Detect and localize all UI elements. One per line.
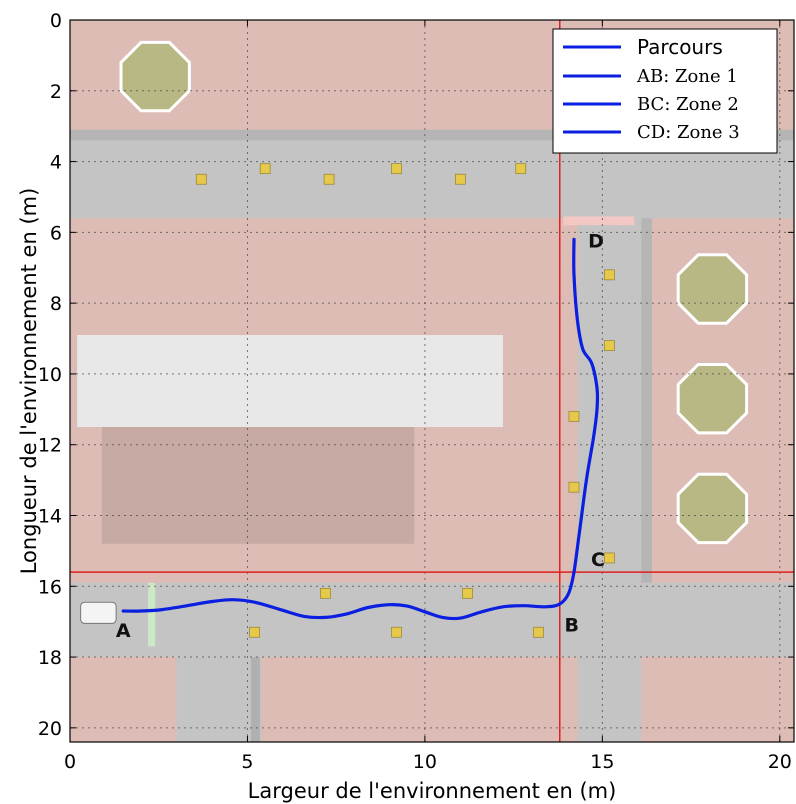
road-edge-left <box>251 657 260 742</box>
y-tick-label-0: 0 <box>50 10 62 32</box>
marker-7 <box>462 587 473 599</box>
x-tick-label-2: 10 <box>413 751 437 773</box>
tree-1 <box>676 253 749 325</box>
y-tick-label-7: 14 <box>38 505 62 527</box>
marker-13 <box>568 410 580 422</box>
grid-lines <box>70 20 794 742</box>
marker-1 <box>259 163 271 175</box>
legend: Parcours AB: Zone 1 BC: Zone 2 CD: Zone … <box>552 28 778 154</box>
tree-3 <box>676 472 749 545</box>
x-axis-label: Largeur de l'environnement en (m) <box>248 779 617 803</box>
marker-4 <box>454 173 466 185</box>
tree-0 <box>119 40 191 113</box>
marker-2 <box>323 173 335 185</box>
marker-0 <box>195 173 207 185</box>
plot-frame <box>69 19 795 743</box>
y-tick-label-5: 10 <box>38 364 62 386</box>
y-tick-label-10: 20 <box>38 718 62 740</box>
marker-6 <box>320 587 331 599</box>
legend-entry-0: Parcours <box>637 35 723 59</box>
y-axis-label: Longueur de l'environnement en (m) <box>17 188 41 575</box>
road-vertical-right <box>577 218 642 742</box>
tree-2 <box>676 363 749 435</box>
legend-entry-1: AB: Zone 1 <box>636 66 738 87</box>
marker-10 <box>533 626 544 638</box>
y-axis-ticks: 0 2 4 6 8 10 12 14 16 18 20 <box>38 10 794 740</box>
x-tick-label-3: 15 <box>590 751 614 773</box>
marker-3 <box>391 163 402 175</box>
marker-5 <box>515 163 527 175</box>
road-edge-upper <box>70 129 794 141</box>
building-shadow <box>101 427 415 544</box>
marker-11 <box>604 269 615 281</box>
road-edge-right <box>641 218 653 583</box>
point-label-b: B <box>565 615 579 637</box>
car <box>80 601 117 624</box>
y-tick-label-6: 12 <box>38 435 62 457</box>
road-vertical-left <box>176 657 262 742</box>
legend-entry-3: CD: Zone 3 <box>637 122 740 143</box>
road-lower <box>70 582 794 658</box>
start-marker-strip <box>148 582 156 647</box>
marker-12 <box>604 340 615 352</box>
point-label-c: C <box>591 549 605 571</box>
x-tick-label-1: 5 <box>241 751 253 773</box>
marker-8 <box>249 626 260 638</box>
y-tick-label-3: 6 <box>50 222 62 244</box>
x-tick-label-0: 0 <box>64 751 76 773</box>
y-tick-label-8: 16 <box>38 576 62 598</box>
series-layer <box>121 237 600 621</box>
building <box>77 334 503 428</box>
marker-14 <box>568 481 580 493</box>
legend-entry-2: BC: Zone 2 <box>637 94 739 115</box>
series-line-0 <box>121 237 600 621</box>
marker-9 <box>391 626 402 638</box>
y-tick-label-9: 18 <box>38 647 62 669</box>
point-labels: A B C D <box>116 230 605 642</box>
end-marker-strip <box>563 216 635 226</box>
y-tick-label-2: 4 <box>50 152 62 174</box>
y-tick-label-1: 2 <box>50 81 62 103</box>
point-label-d: D <box>588 230 604 252</box>
y-tick-label-4: 8 <box>50 293 62 315</box>
x-tick-label-4: 20 <box>768 751 792 773</box>
x-axis-ticks: 0 5 10 15 20 <box>64 20 792 773</box>
point-label-a: A <box>116 620 131 642</box>
marker-15 <box>604 552 615 564</box>
